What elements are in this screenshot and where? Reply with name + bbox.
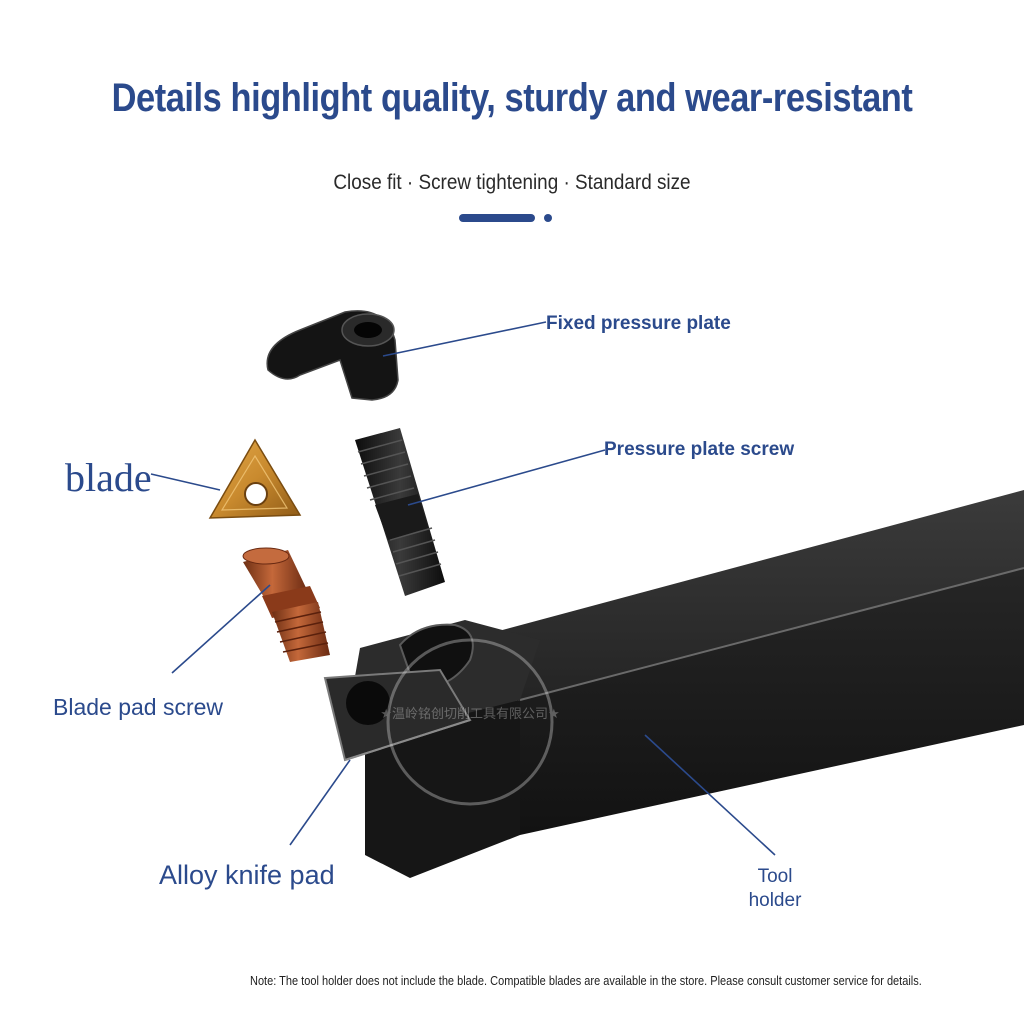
page-title: Details highlight quality, sturdy and we…: [111, 76, 913, 120]
label-pressure-plate-screw: Pressure plate screw: [604, 439, 794, 460]
fixed-pressure-plate: [266, 310, 399, 401]
page-subtitle: Close fit · Screw tightening · Standard …: [333, 171, 691, 194]
label-tool-holder-line1: Tool: [758, 866, 793, 887]
watermark-stamp: ★温岭铭创切削工具有限公司★: [380, 638, 560, 806]
leader-lines: [150, 321, 776, 856]
tool-holder: [323, 490, 1024, 878]
label-tool-holder-line2: holder: [749, 890, 802, 911]
svg-text:★温岭铭创切削工具有限公司★: ★温岭铭创切削工具有限公司★: [380, 707, 559, 722]
label-blade: blade: [65, 455, 152, 500]
decorative-dot: [544, 214, 552, 222]
decorative-bar: [459, 214, 535, 222]
pressure-plate-screw: [355, 428, 445, 596]
footnote: Note: The tool holder does not include t…: [250, 974, 922, 988]
label-blade-pad-screw: Blade pad screw: [53, 694, 223, 720]
blade-pad-screw: [242, 547, 330, 662]
blade-insert: [208, 438, 302, 519]
label-fixed-pressure-plate: Fixed pressure plate: [546, 313, 731, 334]
label-alloy-knife-pad: Alloy knife pad: [159, 860, 335, 890]
